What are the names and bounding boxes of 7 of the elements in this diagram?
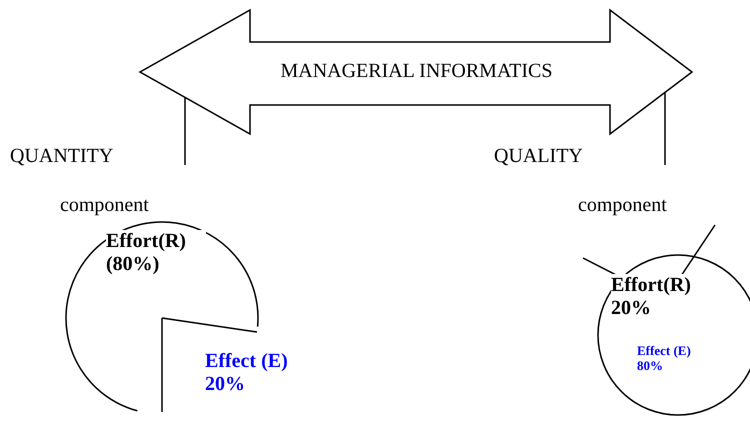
category-label: QUALITY (494, 145, 583, 168)
category-label: QUANTITY (10, 145, 114, 168)
arrow-label: MANAGERIAL INFORMATICS (279, 60, 554, 83)
effort-label: Effort(R) (80%) (106, 230, 206, 276)
double-arrow (140, 10, 693, 134)
component-label: component (60, 194, 149, 217)
component-label: component (578, 194, 667, 217)
